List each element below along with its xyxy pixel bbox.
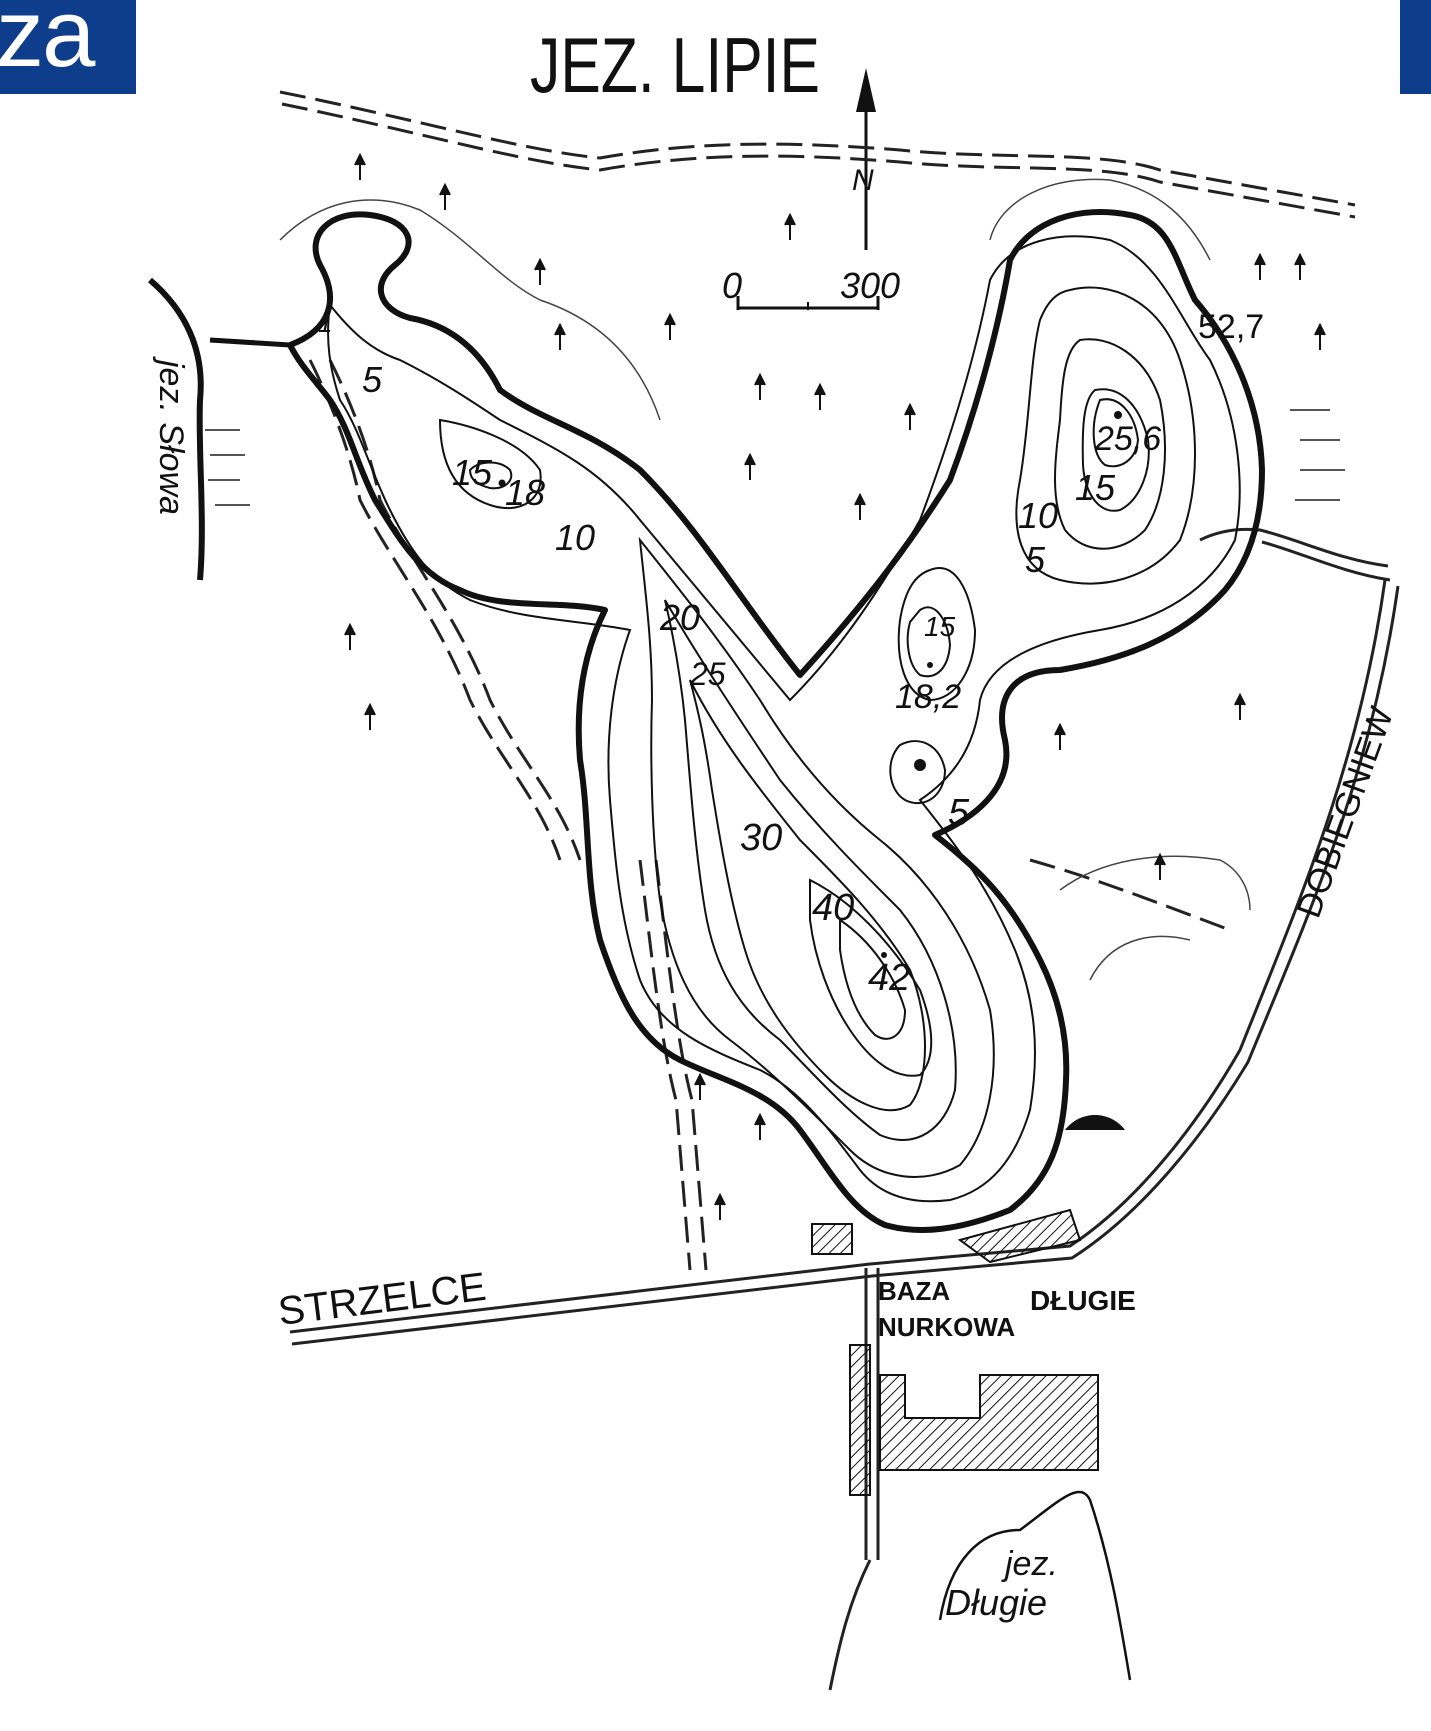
- north-label: N: [852, 164, 874, 197]
- lake-lipie-shoreline: [287, 209, 1265, 1233]
- depth-label-5-east: 5: [1025, 539, 1046, 580]
- depth-label-40: 40: [812, 887, 854, 929]
- depth-label-42: 42: [868, 957, 910, 999]
- header-tab-left: za: [0, 0, 136, 94]
- scale-start: 0: [722, 265, 742, 306]
- depth-label-10: 10: [555, 517, 595, 558]
- depth-label-30: 30: [740, 817, 782, 859]
- place-jez-slowa: jez. Słowa: [152, 356, 190, 515]
- scale-bar: [736, 296, 880, 310]
- depth-label-25-6: 25,6: [1094, 420, 1161, 458]
- scale-end: 300: [840, 265, 900, 306]
- depth-label-10-east: 10: [1018, 495, 1058, 536]
- land-contours: [279, 178, 1251, 981]
- header-tab-right: [1400, 0, 1431, 94]
- tree-symbols: [344, 152, 1326, 1220]
- header-tab-text: za: [0, 0, 95, 87]
- roads: [289, 527, 1400, 1691]
- buildings-hatched: [811, 1115, 1125, 1496]
- dashed-roads: [279, 90, 1356, 1271]
- place-dlugie-village: DŁUGIE: [1030, 1285, 1136, 1316]
- depth-label-15-mid: 15: [924, 611, 956, 642]
- depth-label-15: 15: [452, 452, 493, 493]
- place-baza-line1: BAZA: [878, 1276, 950, 1306]
- lake-slowa-shore: [148, 277, 205, 581]
- place-lake-dlugie-line1: jez.: [1001, 1545, 1058, 1583]
- depth-label-20: 20: [659, 597, 700, 638]
- place-baza-line2: NURKOWA: [878, 1312, 1015, 1342]
- depth-contours: [327, 235, 1241, 1203]
- depth-label-18-2: 18,2: [895, 678, 961, 716]
- depth-label-15-east: 15: [1075, 467, 1116, 508]
- lake-dlugie-shore: [938, 1490, 1132, 1681]
- map-title: JEZ. LIPIE: [530, 21, 820, 109]
- place-lake-dlugie-line2: Długie: [945, 1582, 1047, 1623]
- depth-label-5: 5: [362, 359, 383, 400]
- depth-label-1: 1: [318, 308, 332, 338]
- north-arrow-icon: [856, 68, 876, 250]
- depth-label-25: 25: [689, 656, 726, 692]
- marsh-lines: [205, 409, 1345, 506]
- depth-label-18: 18: [505, 472, 545, 513]
- place-dobiegniew: DOBIEGNIEW: [1290, 702, 1401, 923]
- depth-label-5-mid: 5: [948, 792, 970, 834]
- shore-elevation: 52,7: [1198, 308, 1264, 346]
